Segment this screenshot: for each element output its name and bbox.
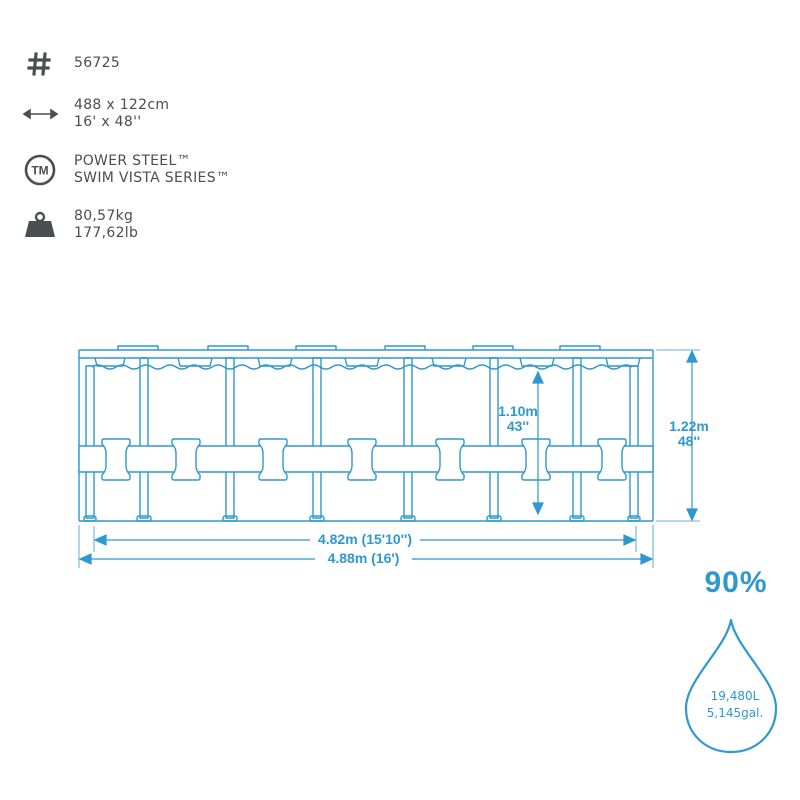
- top-rail: [78, 349, 654, 359]
- series-line-2: SWIM VISTA SERIES™: [74, 170, 231, 186]
- water-wave: [91, 364, 633, 370]
- water-depth-metric: 1.10m: [498, 403, 538, 419]
- wall-height-label: 1.22m 48'': [662, 419, 716, 449]
- fill-percentage: 90%: [704, 566, 768, 599]
- capacity-liters: 19,480L: [710, 689, 760, 703]
- spec-weight: 80,57kg 177,62lb: [0, 205, 400, 255]
- water-depth-label: 1.10m 43'': [498, 404, 538, 434]
- weight-icon: [25, 211, 55, 237]
- series-line-1: POWER STEEL™: [74, 153, 191, 169]
- hash-icon: [27, 52, 51, 76]
- outer-diameter-label: 4.88m (16'): [327, 550, 400, 566]
- spec-series: TM POWER STEEL™ SWIM VISTA SERIES™: [0, 150, 400, 200]
- svg-text:TM: TM: [31, 164, 48, 178]
- weight-imperial: 177,62lb: [74, 225, 139, 241]
- spec-model: 56725: [0, 44, 400, 94]
- model-number: 56725: [74, 55, 121, 71]
- capacity-gallons: 5,145gal.: [706, 706, 764, 720]
- leg-feet: [83, 515, 641, 522]
- legs: [85, 357, 639, 519]
- weight-metric: 80,57kg: [74, 208, 134, 224]
- size-imperial: 16' x 48'': [74, 114, 142, 130]
- double-arrow-icon: [22, 108, 59, 120]
- size-metric: 488 x 122cm: [74, 97, 170, 113]
- trademark-icon: TM: [24, 154, 56, 186]
- water-drop-icon: [684, 618, 778, 754]
- spec-size: 488 x 122cm 16' x 48'': [0, 94, 400, 144]
- wall-height-imperial: 48'': [677, 433, 701, 449]
- inner-diameter-label: 4.82m (15'10''): [317, 531, 413, 547]
- belt-clips: [101, 438, 627, 481]
- wall-height-metric: 1.22m: [669, 418, 709, 434]
- water-depth-imperial: 43'': [506, 418, 530, 434]
- top-connectors: [94, 345, 641, 367]
